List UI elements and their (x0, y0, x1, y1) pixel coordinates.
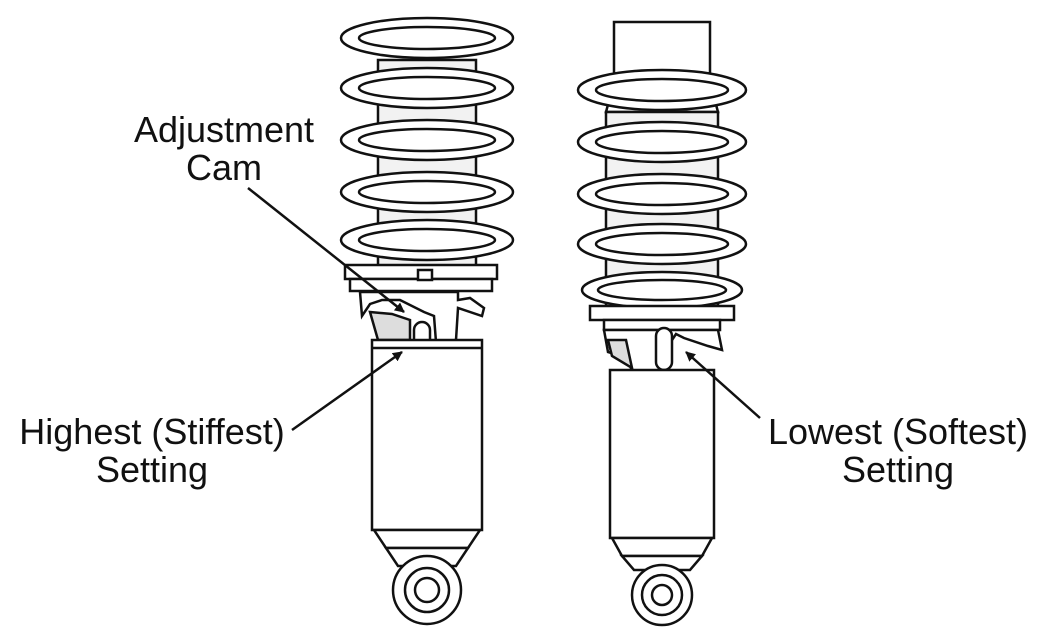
highest-leader-line (291, 350, 403, 432)
adjustment-cam-label: Adjustment Cam (134, 109, 314, 188)
leader-lines (247, 187, 761, 432)
lowest-label-line-1: Lowest (Softest) (768, 411, 1028, 452)
highest-label-line-2: Setting (96, 449, 208, 490)
lowest-setting-label: Lowest (Softest) Setting (768, 411, 1028, 490)
cam-label-line-2: Cam (186, 147, 262, 188)
cam-label-line-1: Adjustment (134, 109, 314, 150)
highest-label-line-1: Highest (Stiffest) (19, 411, 284, 452)
left-coil-spring (339, 16, 515, 262)
left-shock-absorber (339, 16, 515, 626)
right-shock-absorber (576, 20, 748, 627)
right-coil-spring (576, 68, 748, 310)
lowest-leader-line (685, 351, 761, 419)
highest-setting-label: Highest (Stiffest) Setting (19, 411, 284, 490)
cam-leader-line (247, 187, 405, 313)
lowest-label-line-2: Setting (842, 449, 954, 490)
